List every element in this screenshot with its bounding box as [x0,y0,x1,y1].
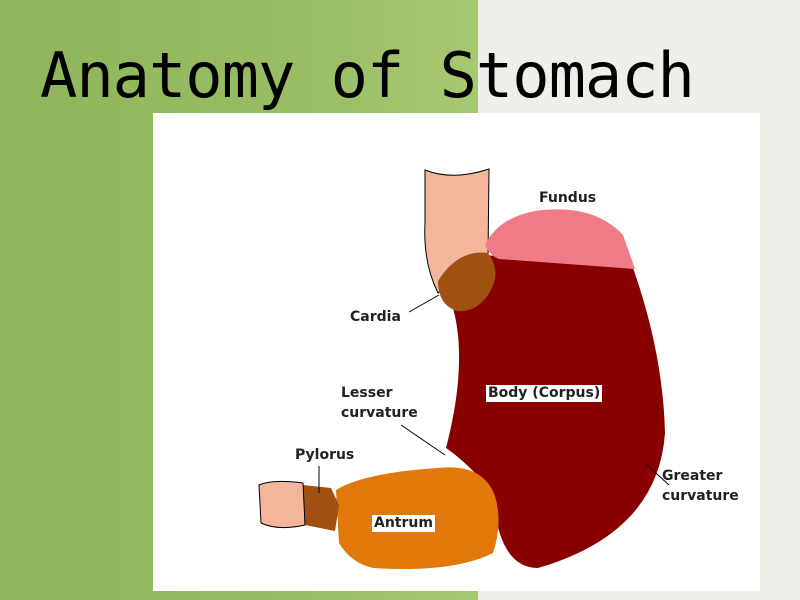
cardia-leader-line [408,294,440,313]
label-greater-curvature-line1: Greater [662,468,723,484]
label-lesser-curvature-line2: curvature [341,405,418,421]
fundus-region [485,209,635,269]
slide-title: Anatomy of Stomach [40,39,695,112]
stomach-illustration [258,168,670,569]
label-antrum: Antrum [372,515,435,532]
duodenum-region [258,480,306,529]
cardia-region [438,252,496,312]
label-lesser-curvature-line1: Lesser [341,385,393,401]
pylorus-region [303,485,339,531]
label-fundus: Fundus [539,190,597,206]
label-greater-curvature-line2: curvature [662,488,739,504]
greater-curvature-leader-line [646,464,670,486]
lesser-curvature-leader-line [400,424,446,456]
stomach-diagram: Fundus Cardia Lesser curvature Body (Cor… [153,113,760,591]
label-body-corpus: Body (Corpus) [486,385,603,402]
label-pylorus: Pylorus [295,447,355,463]
body-corpus-region [446,255,665,568]
label-cardia: Cardia [350,309,401,325]
